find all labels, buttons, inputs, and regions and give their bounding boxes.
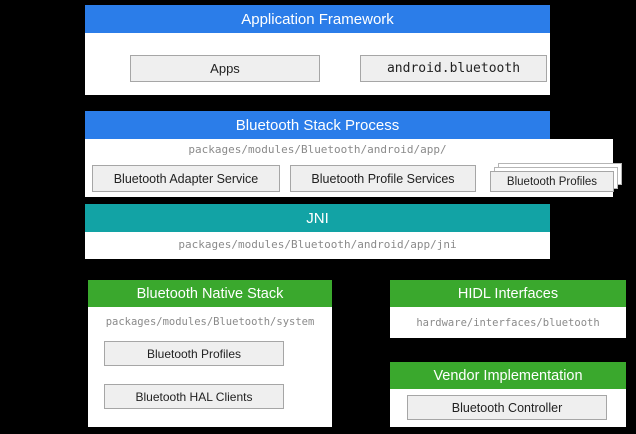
hidl-header: HIDL Interfaces <box>390 280 626 307</box>
stack-process-path: packages/modules/Bluetooth/android/app/ <box>188 143 447 156</box>
hidl-title: HIDL Interfaces <box>457 285 559 302</box>
android-bluetooth-box: android.bluetooth <box>360 55 547 82</box>
bluetooth-controller-label: Bluetooth Controller <box>451 400 563 415</box>
connector-arrowhead-icon <box>330 280 340 287</box>
jni-panel <box>85 232 550 259</box>
stack-profiles-box: Bluetooth Profiles <box>490 171 614 192</box>
jni-title: JNI <box>306 209 329 227</box>
profile-services-label: Bluetooth Profile Services <box>311 171 455 186</box>
profile-services-box: Bluetooth Profile Services <box>290 165 476 192</box>
native-stack-path: packages/modules/Bluetooth/system <box>105 316 315 328</box>
native-stack-title: Bluetooth Native Stack <box>136 285 284 302</box>
android-bluetooth-label: android.bluetooth <box>386 61 521 76</box>
stack-process-title: Bluetooth Stack Process <box>235 116 400 134</box>
native-profiles-box: Bluetooth Profiles <box>104 341 284 366</box>
hidl-path: hardware/interfaces/bluetooth <box>416 317 600 329</box>
application-framework-title: Application Framework <box>241 10 394 28</box>
hal-clients-label: Bluetooth HAL Clients <box>135 389 253 404</box>
native-stack-header: Bluetooth Native Stack <box>88 280 332 307</box>
vendor-header: Vendor Implementation <box>390 362 626 389</box>
application-framework-header: Application Framework <box>85 5 550 33</box>
adapter-service-label: Bluetooth Adapter Service <box>113 171 259 186</box>
stack-profiles-label: Bluetooth Profiles <box>506 175 598 188</box>
bluetooth-controller-box: Bluetooth Controller <box>407 395 607 420</box>
hal-clients-box: Bluetooth HAL Clients <box>104 384 284 409</box>
vendor-title: Vendor Implementation <box>433 367 583 384</box>
hidl-panel <box>390 307 626 338</box>
jni-path: packages/modules/Bluetooth/android/app/j… <box>178 238 457 251</box>
adapter-service-box: Bluetooth Adapter Service <box>92 165 280 192</box>
native-profiles-label: Bluetooth Profiles <box>146 346 242 361</box>
apps-label: Apps <box>210 61 240 76</box>
apps-box: Apps <box>130 55 320 82</box>
stack-process-header: Bluetooth Stack Process <box>85 111 550 139</box>
jni-header: JNI <box>85 204 550 232</box>
